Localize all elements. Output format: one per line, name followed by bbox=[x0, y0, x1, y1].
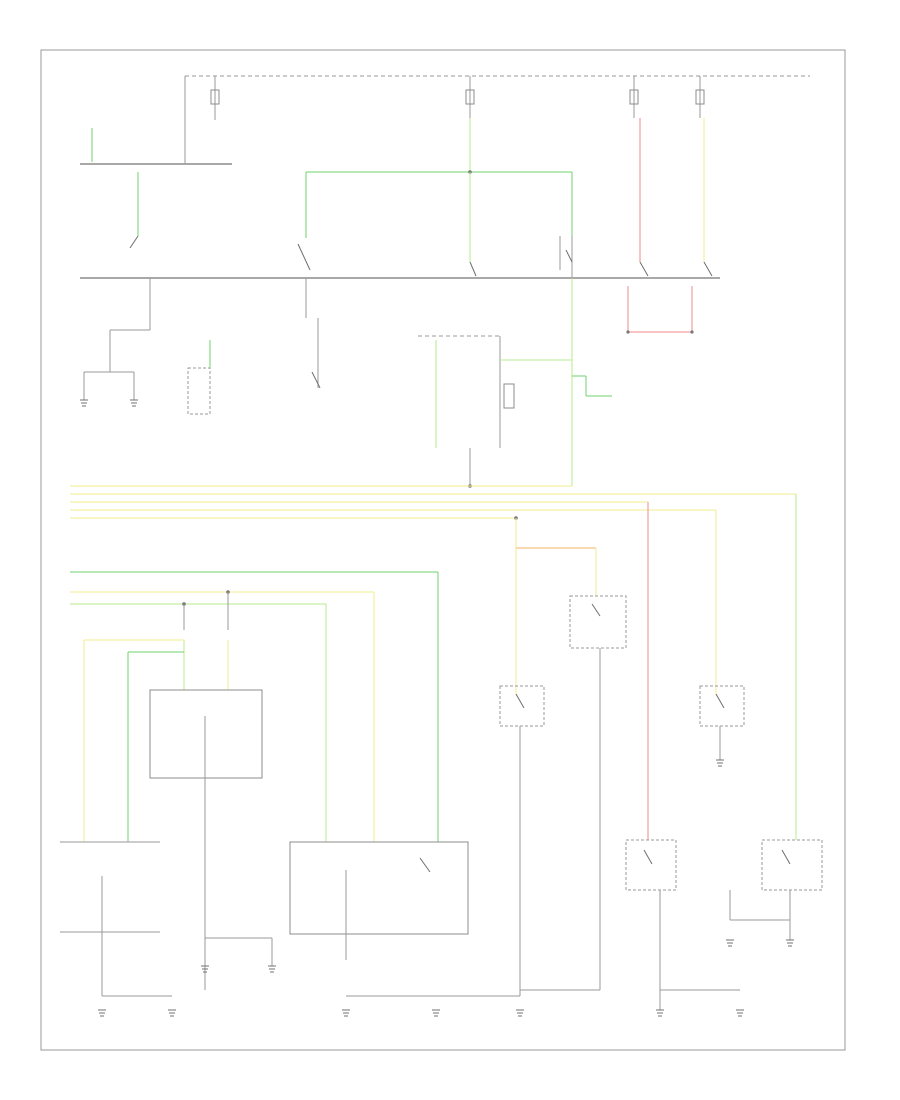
left-lower-block bbox=[70, 571, 439, 990]
mid-bus-lines bbox=[70, 485, 797, 840]
fuse-4 bbox=[695, 89, 705, 105]
switch-orange bbox=[569, 595, 627, 649]
fuse-1 bbox=[210, 89, 220, 105]
switch-right bbox=[699, 685, 745, 727]
center-switches bbox=[499, 685, 745, 996]
lamp-assembly-left bbox=[149, 689, 263, 779]
right-top-block bbox=[626, 118, 713, 334]
upper-left-block bbox=[80, 128, 720, 415]
orange-switch-block bbox=[515, 518, 627, 991]
fuse-2 bbox=[465, 89, 475, 105]
relay-left bbox=[187, 367, 211, 415]
right-lower-block bbox=[625, 839, 823, 1017]
center-mid-block bbox=[418, 335, 572, 488]
top-fuse-feeds bbox=[184, 75, 810, 128]
resistor-center bbox=[503, 383, 515, 409]
switch-center bbox=[499, 685, 545, 727]
center-top-block bbox=[297, 118, 612, 486]
lamp-assembly-center bbox=[289, 841, 469, 935]
diagram-frame bbox=[40, 49, 846, 1051]
lower-lamp-block bbox=[60, 841, 524, 1017]
switch-lower-right-b bbox=[761, 839, 823, 891]
fuse-3 bbox=[629, 89, 639, 105]
switch-lower-right-a bbox=[625, 839, 677, 891]
